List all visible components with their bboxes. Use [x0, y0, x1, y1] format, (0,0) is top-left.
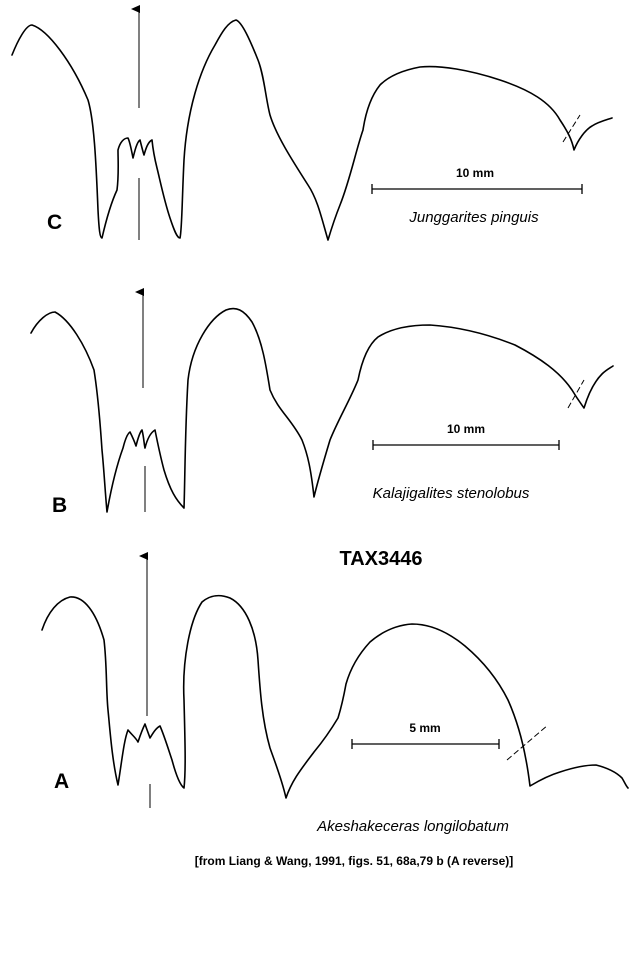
species-name-b: Kalajigalites stenolobus [373, 485, 530, 502]
panel-c: 10 mm Junggarites pinguis C [11, 5, 613, 241]
break-mark-c [562, 114, 581, 143]
suture-line-b [30, 307, 614, 513]
suture-line-c [11, 19, 613, 241]
species-name-a: Akeshakeceras longilobatum [316, 818, 509, 835]
scale-label-a: 5 mm [409, 721, 440, 735]
scale-label-c: 10 mm [456, 166, 494, 180]
scale-label-b: 10 mm [447, 422, 485, 436]
panel-letter-a: A [54, 770, 69, 793]
figure-title: TAX3446 [339, 548, 422, 570]
panel-letter-c: C [47, 211, 62, 234]
panel-letter-b: B [52, 494, 67, 517]
suture-line-a [41, 594, 629, 799]
source-caption: [from Liang & Wang, 1991, figs. 51, 68a,… [195, 854, 514, 868]
panel-b: 10 mm Kalajigalites stenolobus B [30, 288, 614, 517]
break-mark-a [506, 724, 549, 761]
panel-a: 5 mm Akeshakeceras longilobatum A [41, 552, 629, 835]
species-name-c: Junggarites pinguis [408, 209, 539, 226]
break-mark-b [567, 379, 585, 409]
